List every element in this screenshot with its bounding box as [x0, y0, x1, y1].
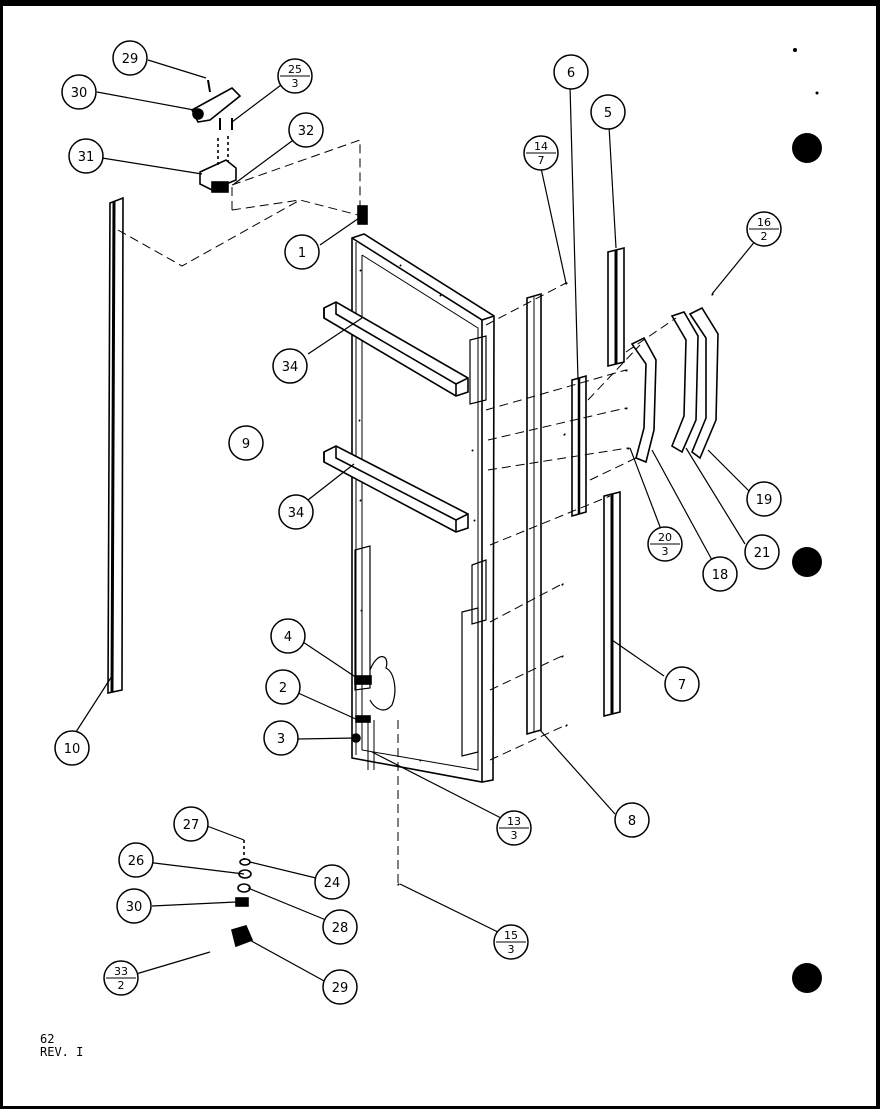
callout-7: 7 [664, 666, 700, 702]
callout-19: 19 [746, 481, 782, 517]
svg-text:3: 3 [277, 732, 285, 747]
part-screws [397, 282, 714, 886]
svg-text:3: 3 [508, 943, 515, 956]
fraction-callout-13-3: 13 3 [496, 810, 532, 846]
svg-text:5: 5 [604, 106, 612, 121]
diagram-paper-right [838, 6, 876, 1106]
callout-29: 27 [173, 806, 209, 842]
part-top-hinge [190, 79, 242, 130]
callout-8: 8 [614, 802, 650, 838]
fraction-callout-16-2: 16 2 [746, 211, 782, 247]
svg-text:2: 2 [761, 230, 768, 243]
part-hinge-bracket [199, 136, 237, 193]
binder-hole-top [792, 133, 822, 163]
svg-text:32: 32 [298, 124, 315, 139]
callout-26: 32 [288, 112, 324, 148]
svg-text:30: 30 [126, 900, 143, 915]
svg-text:21: 21 [754, 546, 771, 561]
part-handle-outer [688, 306, 719, 460]
callout-34-lower: 34 [278, 494, 314, 530]
part-door-shelf-upper [323, 301, 469, 397]
svg-text:34: 34 [282, 360, 299, 375]
svg-text:24: 24 [324, 876, 341, 891]
fraction-callout-15-3: 15 3 [493, 924, 529, 960]
part-handle-insert [630, 336, 657, 464]
speck [793, 48, 797, 52]
callout-34-upper: 34 [272, 348, 308, 384]
svg-text:13: 13 [507, 815, 521, 828]
svg-text:14: 14 [534, 140, 548, 153]
svg-text:2: 2 [118, 979, 125, 992]
callout-9: 9 [228, 425, 264, 461]
callout-10: 10 [54, 730, 90, 766]
svg-text:27: 27 [183, 818, 200, 833]
page-note: 62 REV. I [40, 1032, 83, 1059]
part-lower-trim [603, 490, 621, 718]
svg-text:3: 3 [292, 77, 299, 90]
svg-text:9: 9 [242, 437, 250, 452]
svg-text:18: 18 [712, 568, 729, 583]
svg-text:6: 6 [567, 66, 575, 81]
callout-27: 24 [314, 864, 350, 900]
svg-text:29: 29 [122, 52, 139, 67]
part-door-shelf-lower [323, 445, 469, 533]
svg-text:28: 28 [332, 921, 349, 936]
svg-text:4: 4 [284, 630, 292, 645]
callout-2: 2 [265, 669, 301, 705]
svg-text:3: 3 [662, 545, 669, 558]
svg-text:10: 10 [64, 742, 81, 757]
callout-21: 21 [744, 534, 780, 570]
svg-text:20: 20 [658, 531, 672, 544]
svg-text:30: 30 [71, 86, 88, 101]
callout-4: 4 [270, 618, 306, 654]
svg-text:15: 15 [504, 929, 518, 942]
fraction-callout-14-7: 14 7 [523, 135, 559, 171]
callout-6: 6 [553, 54, 589, 90]
fraction-callout-25-3: 25 3 [277, 58, 313, 94]
svg-text:29: 29 [332, 981, 349, 996]
callout-31: 29 [322, 969, 358, 1005]
callout-22: 29 [112, 40, 148, 76]
binder-hole-bottom [792, 963, 822, 993]
svg-text:2: 2 [279, 681, 287, 696]
part-bottom-hinge-stack [231, 840, 254, 948]
svg-text:7: 7 [678, 678, 686, 693]
svg-text:26: 26 [128, 854, 145, 869]
svg-text:19: 19 [756, 493, 773, 508]
binder-hole-middle [792, 547, 822, 577]
alignment-lines [117, 139, 677, 884]
svg-text:34: 34 [288, 506, 305, 521]
fraction-callout-33-2: 33 2 [103, 960, 139, 996]
part-upper-trim [607, 246, 625, 368]
part-bottom-fasteners [351, 675, 375, 770]
callout-18: 18 [702, 556, 738, 592]
svg-text:31: 31 [78, 150, 95, 165]
callout-32: 30 [116, 888, 152, 924]
leader-lines [73, 59, 766, 983]
callout-3: 3 [263, 720, 299, 756]
callout-5: 5 [590, 94, 626, 130]
part-narrow-strip [571, 374, 587, 518]
svg-text:1: 1 [298, 246, 306, 261]
speck [815, 91, 819, 95]
svg-text:3: 3 [511, 829, 518, 842]
fraction-callout-20-3: 20 3 [647, 526, 683, 562]
callout-24: 31 [68, 138, 104, 174]
callout-23: 30 [61, 74, 97, 110]
callout-28: 26 [118, 842, 154, 878]
svg-text:REV. I: REV. I [40, 1045, 83, 1059]
part-side-strip [107, 196, 124, 694]
svg-text:33: 33 [114, 965, 128, 978]
svg-text:7: 7 [538, 154, 545, 167]
svg-text:62: 62 [40, 1032, 54, 1046]
callout-1: 1 [284, 234, 320, 270]
callout-30: 28 [322, 909, 358, 945]
part-door-gasket-strip [526, 292, 542, 736]
svg-text:16: 16 [757, 216, 771, 229]
svg-text:8: 8 [628, 814, 636, 829]
svg-text:25: 25 [288, 63, 302, 76]
part-handle-cover [670, 311, 699, 454]
